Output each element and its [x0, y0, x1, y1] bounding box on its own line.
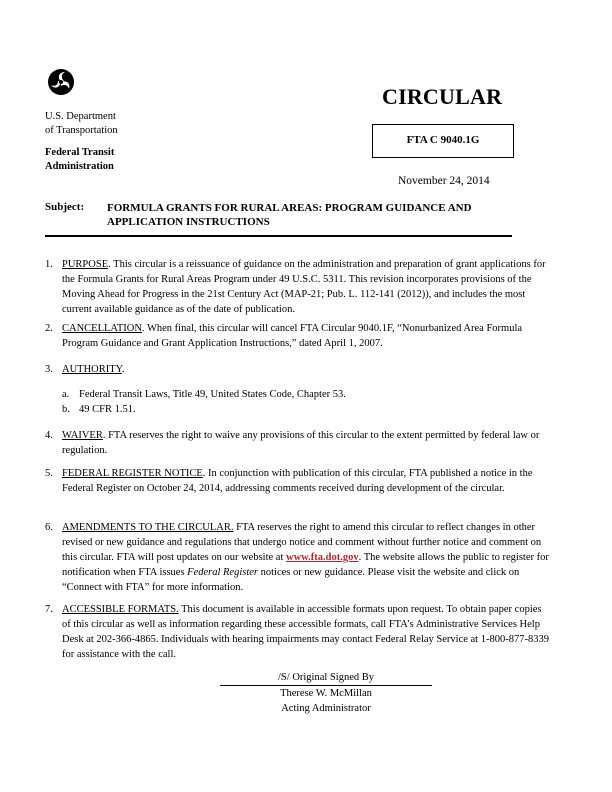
federal-register-italic: Federal Register	[187, 567, 259, 578]
signature-block: /S/ Original Signed By Therese W. McMill…	[220, 670, 432, 716]
section-number: 5.	[45, 468, 53, 479]
section-number: 7.	[45, 604, 53, 615]
issue-date: November 24, 2014	[398, 175, 490, 187]
list-letter: b.	[62, 404, 70, 415]
agency-block: U.S. Department of Transportation Federa…	[45, 110, 118, 174]
authority-list: a. Federal Transit Laws, Title 49, United…	[62, 387, 346, 417]
agency-name-line2: Administration	[45, 161, 114, 172]
signature-line: /S/ Original Signed By	[220, 670, 432, 686]
list-text: Federal Transit Laws, Title 49, United S…	[79, 389, 346, 400]
section-number: 2.	[45, 323, 53, 334]
list-letter: a.	[62, 389, 70, 400]
section-text: . The website allows the public to regis…	[62, 552, 549, 578]
section-heading: ACCESSIBLE FORMATS.	[62, 604, 179, 615]
section-heading: WAIVER	[62, 430, 103, 441]
section-heading: AUTHORITY	[62, 364, 122, 375]
section-text: notices or new guidance. Please visit th…	[62, 567, 520, 593]
section-cancellation: 2. CANCELLATION. When final, this circul…	[45, 321, 550, 351]
signatory-title: Acting Administrator	[281, 703, 371, 714]
section-text: . In conjunction with publication of thi…	[62, 468, 533, 494]
section-accessible-formats: 7. ACCESSIBLE FORMATS. This document is …	[45, 602, 550, 662]
dot-triskelion-icon	[48, 69, 74, 95]
document-type-title: CIRCULAR	[382, 84, 503, 109]
section-text: This document is available in accessible…	[62, 604, 549, 660]
section-heading: AMENDMENTS TO THE CIRCULAR.	[62, 522, 234, 533]
list-item: a. Federal Transit Laws, Title 49, United…	[62, 387, 346, 402]
section-text: . This circular is a reissuance of guida…	[62, 259, 546, 315]
circular-number: FTA C 9040.1G	[406, 134, 480, 146]
section-number: 1.	[45, 259, 53, 270]
subject-divider	[45, 235, 512, 237]
subject-text: FORMULA GRANTS FOR RURAL AREAS: PROGRAM …	[107, 202, 472, 228]
section-heading: PURPOSE	[62, 259, 109, 270]
section-number: 3.	[45, 364, 53, 375]
list-item: b. 49 CFR 1.51.	[62, 402, 346, 417]
subject-label: Subject:	[45, 201, 85, 213]
section-heading: FEDERAL REGISTER NOTICE	[62, 468, 203, 479]
website-link[interactable]: www.fta.dot.gov	[286, 552, 359, 563]
signatory-name: Therese W. McMillan	[280, 688, 372, 699]
section-amendments: 6. AMENDMENTS TO THE CIRCULAR. FTA reser…	[45, 520, 550, 595]
circular-number-box: FTA C 9040.1G	[372, 124, 514, 158]
department-name-line2: of Transportation	[45, 125, 118, 136]
section-text: . When final, this circular will cancel …	[62, 323, 523, 349]
section-number: 6.	[45, 522, 53, 533]
section-heading: CANCELLATION	[62, 323, 142, 334]
section-authority: 3. AUTHORITY.	[45, 362, 550, 377]
section-text: . FTA reserves the right to waive any pr…	[62, 430, 540, 456]
section-text: .	[121, 364, 125, 375]
section-text: FTA reserves the right to amend this cir…	[62, 522, 542, 563]
section-number: 4.	[45, 430, 53, 441]
section-waiver: 4. WAIVER. FTA reserves the right to wai…	[45, 428, 550, 458]
list-text: 49 CFR 1.51.	[79, 404, 136, 415]
department-name: U.S. Department	[45, 111, 116, 122]
section-federal-register-notice: 5. FEDERAL REGISTER NOTICE. In conjuncti…	[45, 466, 550, 496]
agency-name: Federal Transit	[45, 147, 115, 158]
section-purpose: 1. PURPOSE. This circular is a reissuanc…	[45, 257, 550, 317]
